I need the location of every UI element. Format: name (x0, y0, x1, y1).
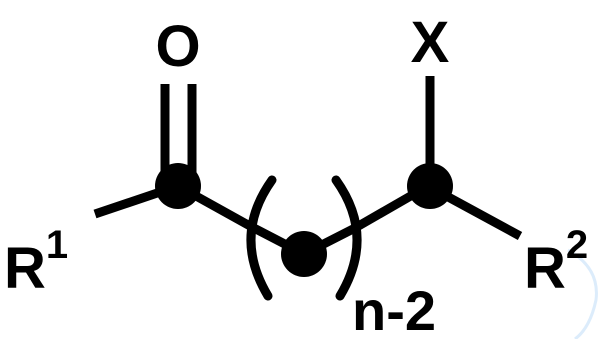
repeat-carbon-atom (281, 231, 327, 277)
x-substituent-label: X (411, 10, 450, 75)
r1-base: R (4, 236, 46, 301)
repeat-bracket-right (331, 175, 362, 301)
r2-superscript: 2 (566, 223, 588, 267)
repeat-bracket-left (246, 175, 277, 301)
r2-group-label: R2 (524, 223, 588, 301)
oxygen-label: O (155, 14, 200, 79)
r1-superscript: 1 (46, 223, 68, 267)
r1-group-label: R1 (4, 223, 68, 301)
watermark-curve (567, 248, 598, 339)
repeat-subscript-label: n-2 (352, 279, 436, 339)
carbonyl-carbon-atom (155, 163, 201, 209)
r2-base: R (524, 236, 566, 301)
substituted-carbon-atom (407, 163, 453, 209)
